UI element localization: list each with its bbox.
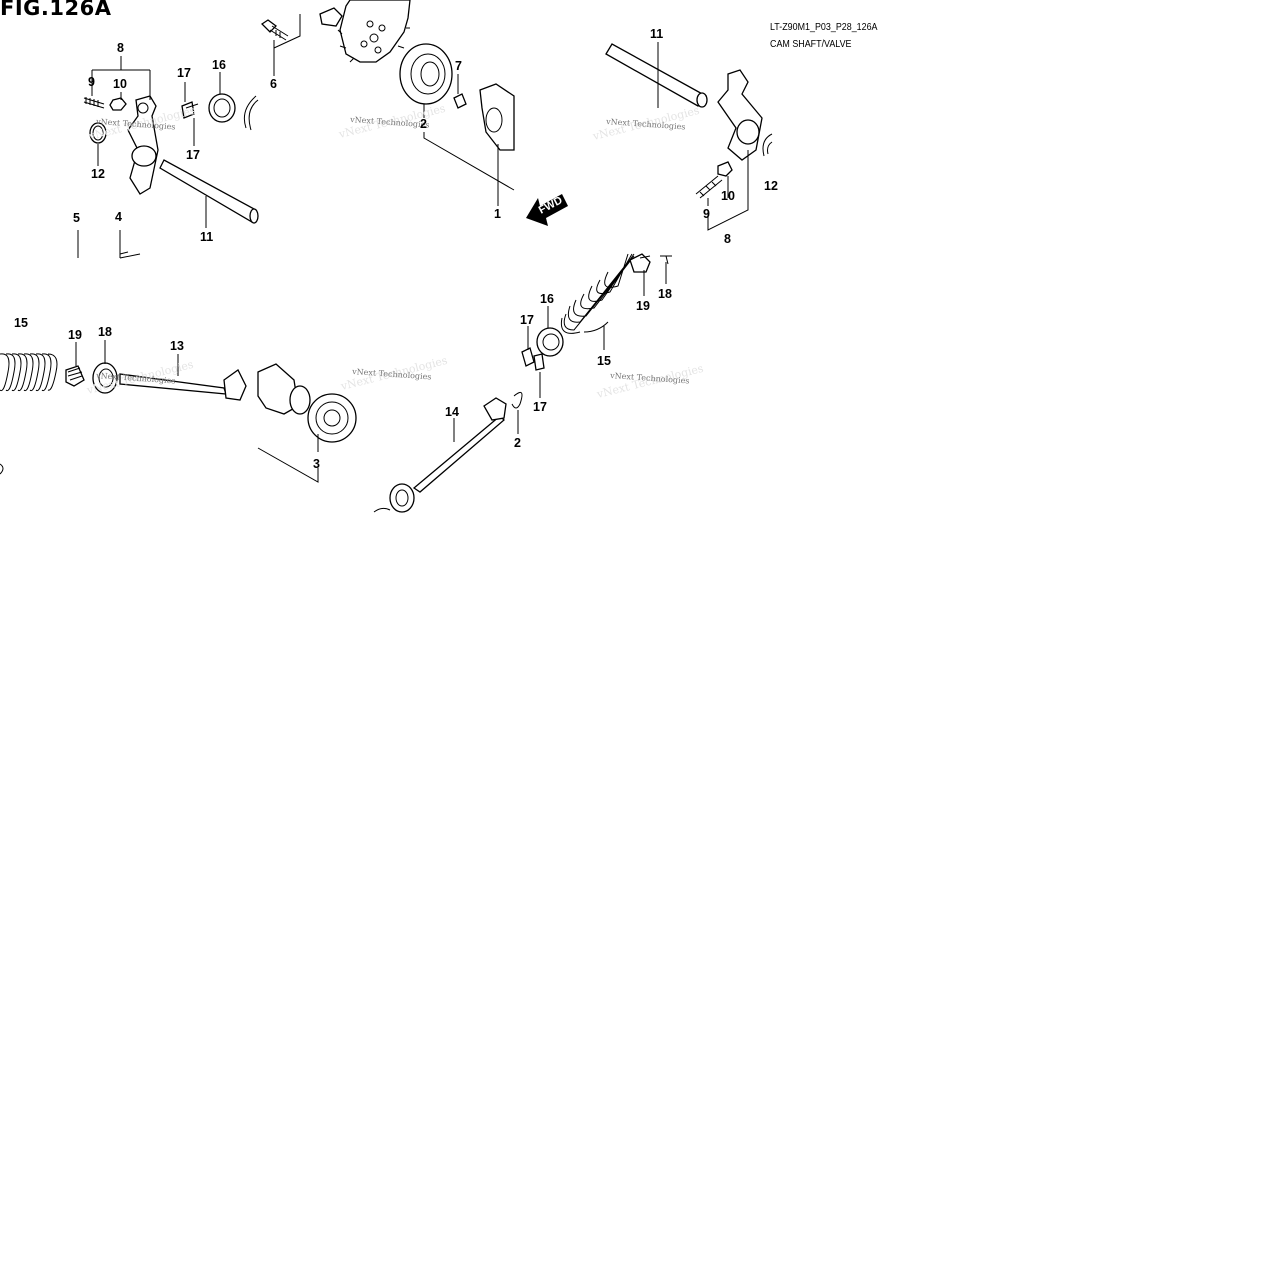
leader-lines xyxy=(75,14,749,483)
adjusting-screw-right xyxy=(695,175,723,199)
camshaft-lower xyxy=(257,363,311,415)
fwd-arrow: FWD xyxy=(526,194,568,226)
callout-17: 17 xyxy=(533,400,547,414)
valve-spring-left xyxy=(0,353,58,392)
callout-17: 17 xyxy=(186,148,200,162)
callout-11: 11 xyxy=(200,230,213,244)
lock-nut-right xyxy=(717,161,733,177)
callout-2: 2 xyxy=(420,117,427,131)
callout-7: 7 xyxy=(455,59,462,73)
callout-12: 12 xyxy=(91,167,105,181)
o-ring-left xyxy=(89,122,107,144)
valve-14 xyxy=(412,397,507,493)
callout-8: 8 xyxy=(724,232,731,246)
stem-seal-left xyxy=(65,365,85,387)
edge-fragment-left xyxy=(0,251,141,475)
spring-partial-left xyxy=(243,95,259,131)
callout-19: 19 xyxy=(636,299,650,313)
callout-18: 18 xyxy=(98,325,112,339)
cotter-left xyxy=(181,101,199,119)
callout-6: 6 xyxy=(270,77,277,91)
bolt-6 xyxy=(260,19,289,41)
o-ring-right-partial xyxy=(762,133,773,157)
rocker-arm-right xyxy=(717,69,763,161)
stem-seal-lower xyxy=(373,483,415,513)
figure-code: LT-Z90M1_P03_P28_126A xyxy=(770,21,878,33)
cotter-ring-2-lower xyxy=(511,391,523,409)
valve-13 xyxy=(119,369,247,401)
keepers-right xyxy=(521,347,545,371)
callout-2: 2 xyxy=(514,436,521,450)
callout-11: 11 xyxy=(650,27,663,41)
callout-17: 17 xyxy=(520,313,534,327)
callout-12-partial: 12 xyxy=(764,179,778,193)
adjusting-screw-left xyxy=(83,97,105,109)
rocker-arm-left xyxy=(127,95,159,195)
callout-18: 18 xyxy=(658,287,672,301)
bearing-3 xyxy=(307,393,357,443)
callout-15: 15 xyxy=(597,354,611,368)
bearing-2-upper xyxy=(399,43,453,105)
retainer-right xyxy=(536,327,564,357)
callout-16: 16 xyxy=(540,292,554,306)
callout-10: 10 xyxy=(113,77,127,91)
figure-title: FIG.126A xyxy=(0,0,112,20)
callout-9: 9 xyxy=(88,75,95,89)
callout-13: 13 xyxy=(170,339,184,353)
callout-5: 5 xyxy=(73,211,80,225)
callout-10: 10 xyxy=(721,189,735,203)
callout-3: 3 xyxy=(313,457,320,471)
callout-numbers: 8 9 10 12 17 16 17 11 6 5 4 2 7 1 11 9 1… xyxy=(14,27,778,471)
callout-14: 14 xyxy=(445,405,459,419)
spring-seat-right-partial xyxy=(660,255,672,265)
callout-15: 15 xyxy=(14,316,28,330)
rocker-shaft-left xyxy=(159,159,259,224)
callout-19: 19 xyxy=(68,328,82,342)
callout-9: 9 xyxy=(703,207,710,221)
rocker-shaft-right xyxy=(605,43,708,108)
callout-4: 4 xyxy=(115,210,122,224)
retainer-left xyxy=(208,93,236,123)
valve-spring-right xyxy=(560,253,635,334)
callout-17: 17 xyxy=(177,66,191,80)
figure-subtitle: CAM SHAFT/VALVE xyxy=(770,38,852,50)
callout-16: 16 xyxy=(212,58,226,72)
lock-nut-left xyxy=(109,97,127,111)
dowel-pin-7 xyxy=(453,93,467,109)
callout-1: 1 xyxy=(494,207,501,221)
cam-sprocket xyxy=(319,0,411,63)
camshaft xyxy=(479,83,515,151)
stem-seal-right xyxy=(629,253,651,273)
callout-8: 8 xyxy=(117,41,124,55)
